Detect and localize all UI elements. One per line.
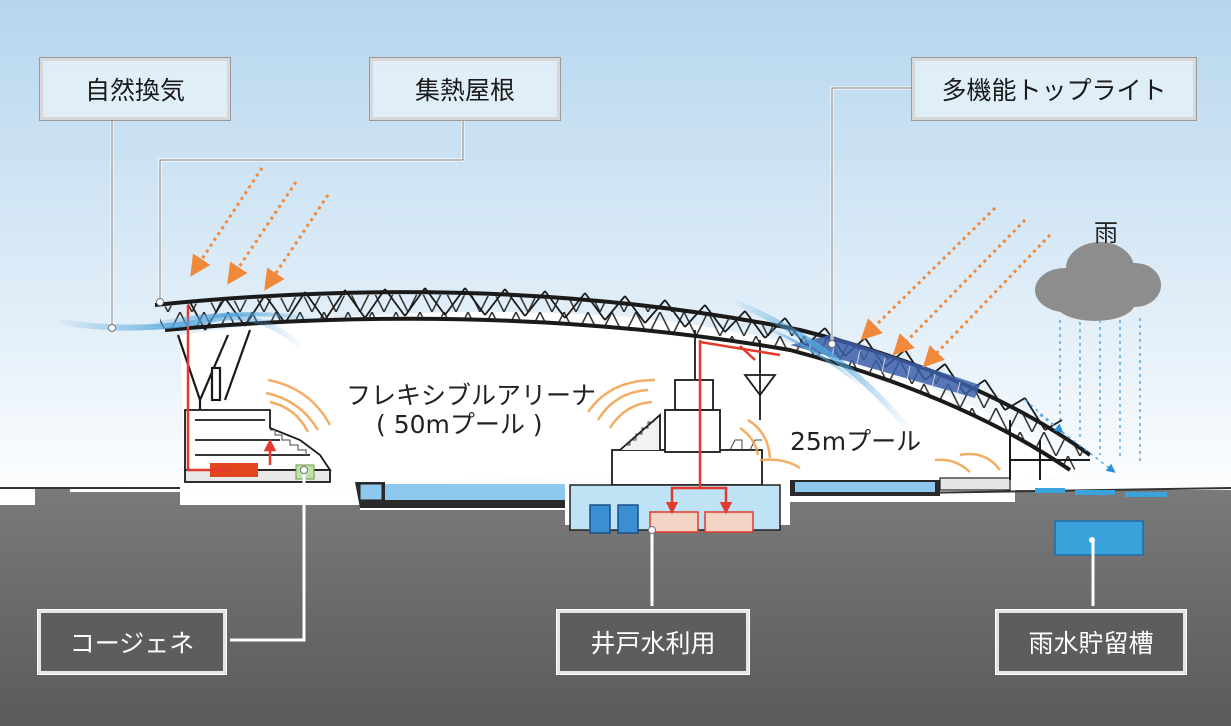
toplight-text: 多機能トップライト: [941, 76, 1167, 105]
well-water-system: [569, 340, 781, 534]
toplight-panels: [790, 335, 980, 398]
natural-ventilation-label: 自然換気: [39, 57, 231, 121]
ground: [0, 488, 1231, 726]
well-water-label: 井戸水利用: [556, 609, 750, 675]
leader-dots: [108, 298, 836, 534]
wind-flows: [59, 299, 908, 427]
heat-waves: [265, 378, 1001, 473]
heat-roof-label: 集熱屋根: [369, 57, 561, 121]
rainwater-storage: [1035, 488, 1167, 556]
cogeneration-text: コージェネ: [69, 629, 195, 658]
sun-arrows: [190, 167, 1052, 368]
heat-pipes-left: [186, 305, 277, 472]
pool-25m: [790, 477, 1011, 496]
well-water-text: 井戸水利用: [590, 629, 716, 658]
right-support: [1009, 420, 1090, 480]
toplight-label: 多機能トップライト: [911, 57, 1197, 121]
pool25-text: 25mプール: [790, 427, 922, 456]
rain-cloud: [1035, 242, 1161, 321]
arena-pool: [355, 482, 565, 508]
leader-lines-inner: [111, 87, 912, 342]
cogeneration-label: コージェネ: [37, 609, 227, 675]
arena-sub-text: ( 50mプール ): [376, 410, 543, 439]
natural-ventilation-text: 自然換気: [84, 76, 185, 105]
rain-streaks: [1024, 318, 1141, 473]
center-structure: [611, 330, 777, 486]
rain-tank-text: 雨水貯留槽: [1028, 629, 1154, 658]
building-interior: [180, 311, 1085, 485]
rain-text: 雨: [1094, 219, 1118, 247]
rain-tank-label: 雨水貯留槽: [995, 609, 1187, 675]
heat-roof-text: 集熱屋根: [414, 76, 515, 105]
cogen-unit: [210, 463, 258, 477]
arena-text: フレキシブルアリーナ: [346, 381, 597, 410]
